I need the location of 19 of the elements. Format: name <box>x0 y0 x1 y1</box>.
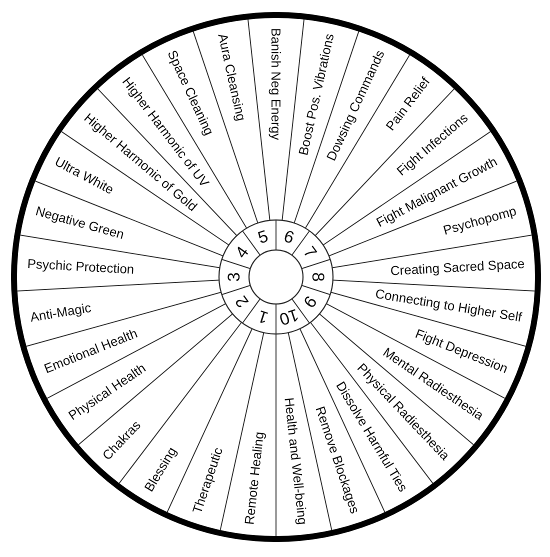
dial-number: 9 <box>300 292 320 311</box>
dial-number: 3 <box>226 272 242 282</box>
dial-number: 1 <box>256 307 270 326</box>
dial-number: 2 <box>232 292 252 311</box>
dial-label: Creating Sacred Space <box>390 257 525 278</box>
dial-label: Health and Well-being <box>282 396 310 526</box>
dial-number: 8 <box>310 272 326 282</box>
dial-label: Remote Healing <box>242 431 266 526</box>
dial-number: 10 <box>277 306 301 328</box>
dial-number: 7 <box>300 243 320 262</box>
dial-label: Aura Cleansing <box>216 32 248 122</box>
dial-number: 5 <box>256 228 270 247</box>
dial-label: Banish Neg Energy <box>270 28 282 140</box>
dial-label: Negative Green <box>34 204 126 241</box>
dial-label: Connecting to Higher Self <box>374 286 523 324</box>
dial-number: 4 <box>232 243 252 262</box>
dial-label: Anti-Magic <box>29 300 92 324</box>
dial-label: Psychic Protection <box>27 257 134 276</box>
dial-number: 6 <box>282 228 296 247</box>
